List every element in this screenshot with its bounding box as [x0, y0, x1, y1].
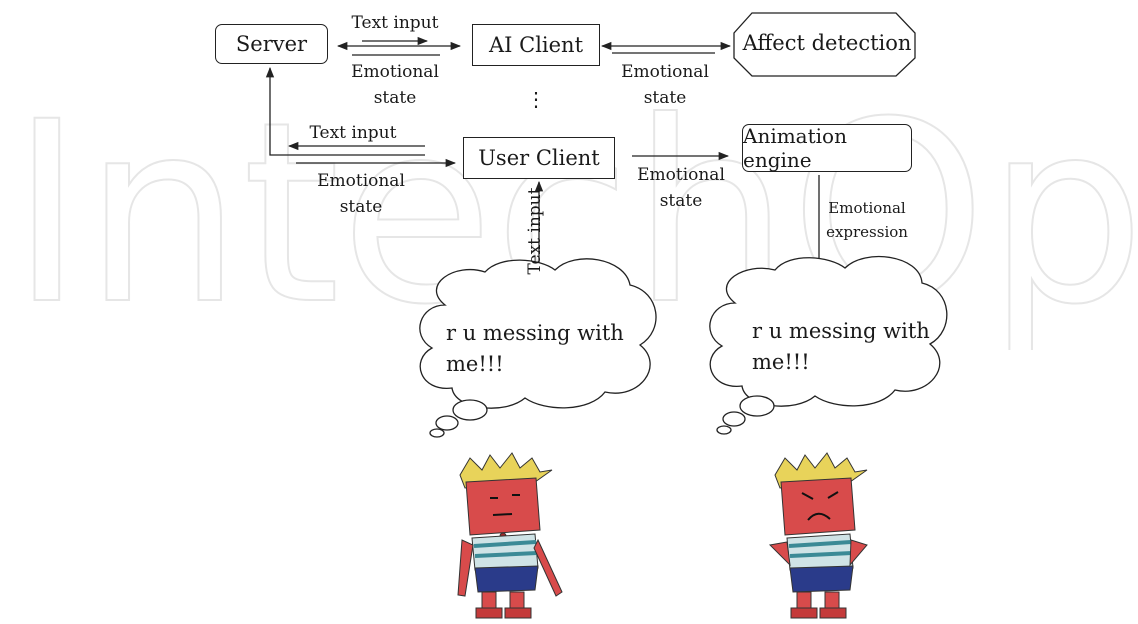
label-user-anim-emotion-1: Emotional — [637, 165, 725, 185]
animation-engine-node: Animation engine — [742, 124, 912, 172]
affect-detection-label: Affect detection — [742, 31, 912, 55]
label-user-text-vertical: Text input — [525, 187, 545, 275]
ai-client-label: AI Client — [488, 33, 584, 57]
line-server-to-user — [265, 66, 425, 156]
label-server-user-emotion-2: state — [339, 197, 383, 217]
server-label: Server — [235, 32, 308, 56]
label-server-user-text: Text input — [309, 123, 397, 143]
left-thought-bubble — [419, 258, 657, 438]
ai-client-node: AI Client — [472, 24, 600, 66]
label-server-ai-emotion-2: state — [373, 88, 417, 108]
label-server-user-emotion-1: Emotional — [317, 171, 405, 191]
label-anim-expression-2: expression — [826, 223, 908, 241]
label-anim-expression-1: Emotional — [828, 199, 906, 217]
avatar-neutral — [457, 452, 563, 619]
user-client-node: User Client — [463, 137, 615, 179]
user-client-label: User Client — [478, 146, 600, 170]
server-node: Server — [215, 24, 328, 64]
animation-engine-label: Animation engine — [743, 124, 847, 172]
label-server-ai-text: Text input — [351, 13, 439, 33]
left-bubble-text: r u messing with me!!! — [446, 321, 624, 376]
avatar-angry — [768, 452, 868, 619]
ellipsis: ⋮ — [526, 87, 546, 111]
label-ai-affect-emotion-2: state — [643, 88, 687, 108]
affect-detection-shape — [733, 12, 916, 77]
right-thought-bubble — [709, 255, 948, 435]
label-ai-affect-emotion-1: Emotional — [621, 62, 709, 82]
right-bubble-text: r u messing with me!!! — [752, 319, 930, 374]
label-user-anim-emotion-2: state — [659, 191, 703, 211]
label-server-ai-emotion-1: Emotional — [351, 62, 439, 82]
